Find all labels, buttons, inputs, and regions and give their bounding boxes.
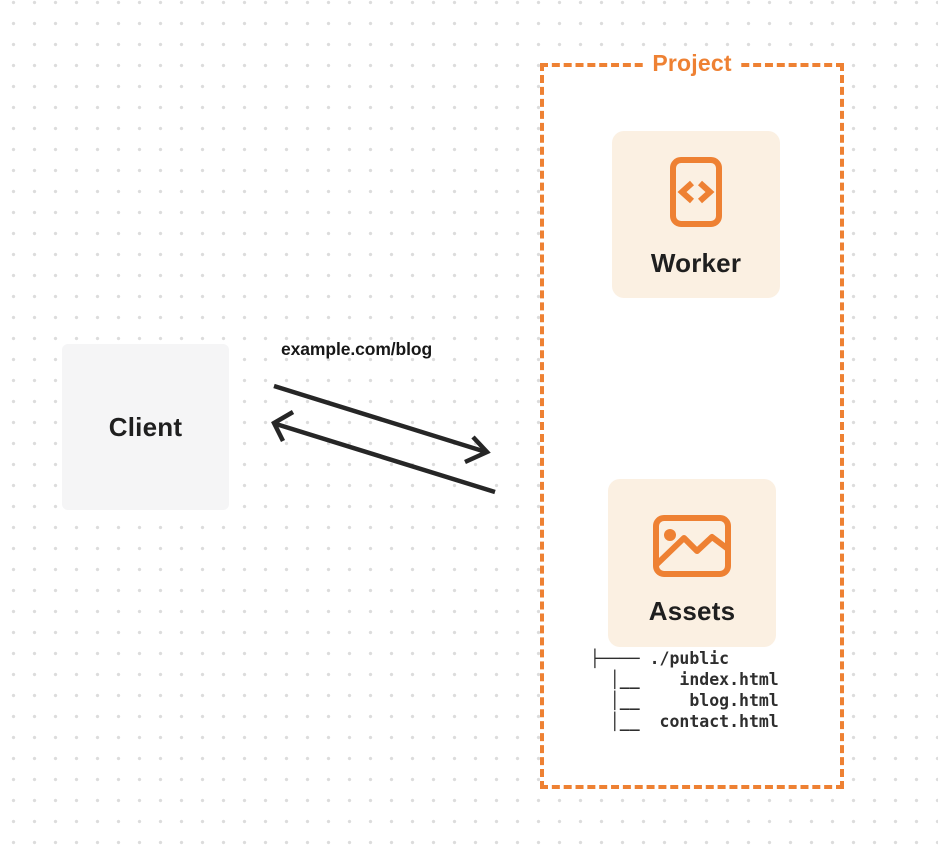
project-title: Project <box>643 50 741 77</box>
client-label: Client <box>108 411 183 442</box>
image-icon <box>653 515 731 577</box>
request-url-label: example.com/blog <box>281 339 433 359</box>
response-arrow-line <box>275 421 496 495</box>
worker-label: Worker <box>650 248 742 278</box>
request-arrowhead <box>464 435 491 465</box>
request-arrow-line <box>273 383 487 455</box>
assets-label: Assets <box>648 596 736 626</box>
code-document-icon <box>670 157 722 227</box>
worker-node: Worker <box>612 131 780 298</box>
response-arrowhead <box>271 410 295 443</box>
project-title-wrap: Project <box>540 50 844 77</box>
client-node: Client <box>62 344 229 510</box>
assets-file-tree: ├──── ./public │__ index.html │__ blog.h… <box>590 649 779 731</box>
assets-node: Assets <box>608 479 776 647</box>
